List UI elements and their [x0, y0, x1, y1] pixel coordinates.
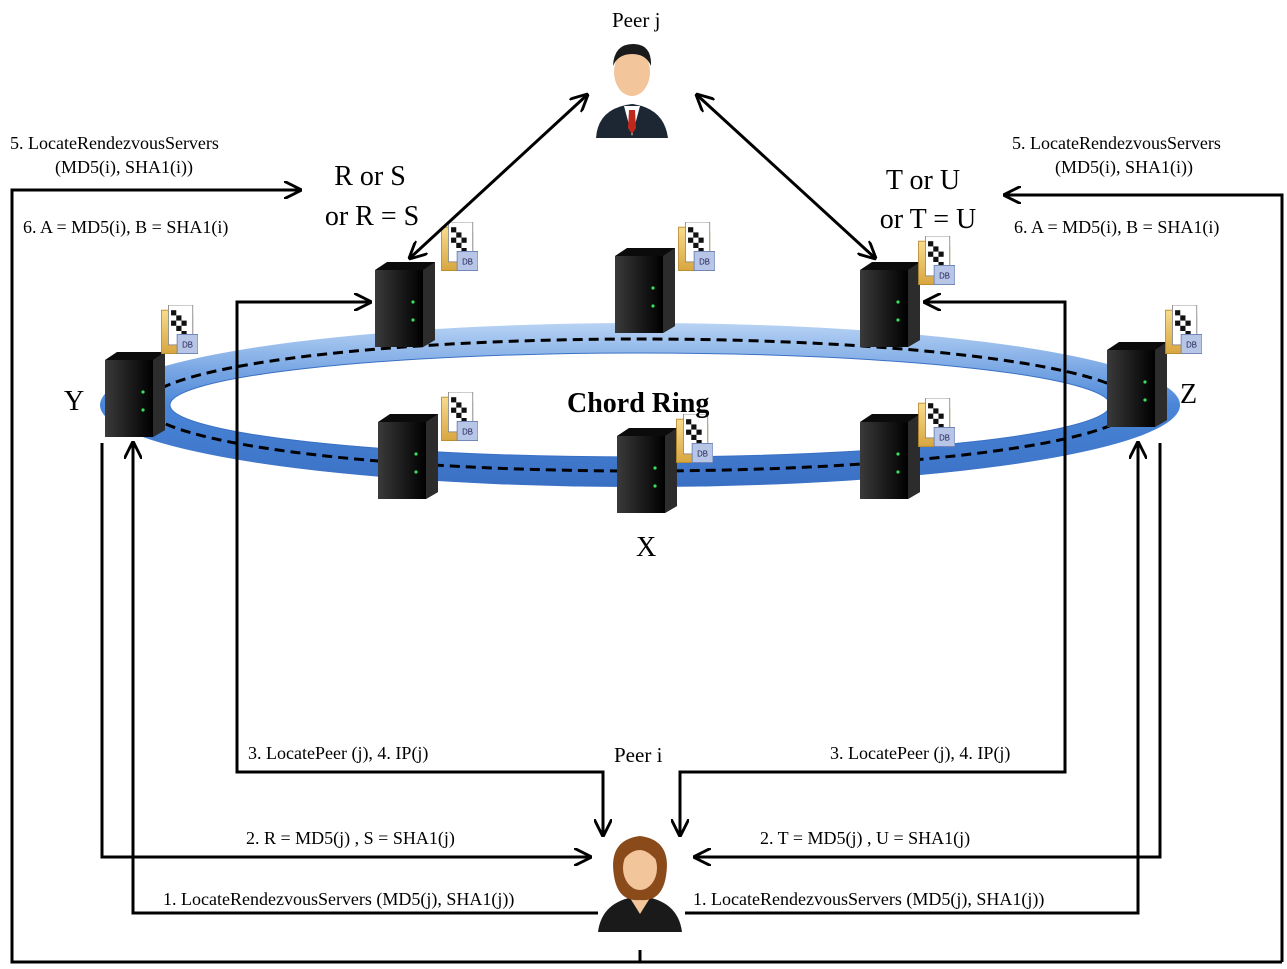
- peer-i-avatar: [598, 836, 682, 932]
- node-x-label: X: [636, 532, 657, 563]
- tu-label-line1: T or U: [885, 165, 961, 196]
- db-folder-icon: [678, 222, 715, 271]
- left-step3-4: 3. LocatePeer (j), 4. IP(j): [248, 743, 429, 763]
- right-step2: 2. T = MD5(j) , U = SHA1(j): [760, 828, 971, 848]
- server-node-x: [617, 428, 677, 513]
- chord-ring-label: Chord Ring: [567, 388, 710, 419]
- peer-i-label: Peer i: [614, 743, 663, 767]
- left-step5-line2: (MD5(i), SHA1(i)): [55, 157, 193, 177]
- peer-j-connections: [410, 95, 875, 258]
- rs-label-line2: or R = S: [324, 201, 420, 232]
- server-node-top-mid: [615, 248, 675, 333]
- db-folder-icon: [1165, 305, 1202, 354]
- server-node-top-right: [860, 262, 920, 347]
- left-step2: 2. R = MD5(j) , S = SHA1(j): [246, 828, 455, 848]
- peer-j-avatar: [596, 44, 668, 138]
- db-folder-icon: [161, 305, 198, 354]
- left-step5-line1: 5. LocateRendezvousServers: [10, 133, 219, 153]
- left-flow-arrows: [10, 190, 642, 964]
- server-node-y: [105, 352, 165, 437]
- right-step1: 1. LocateRendezvousServers (MD5(j), SHA1…: [693, 889, 1045, 909]
- rs-label-line1: R or S: [334, 161, 406, 192]
- server-node-bottom-right: [860, 414, 920, 499]
- server-node-z: [1107, 342, 1167, 427]
- db-folder-icon: [918, 236, 955, 285]
- peer-j-label: Peer j: [612, 8, 661, 32]
- right-step5-line2: (MD5(i), SHA1(i)): [1055, 157, 1193, 177]
- node-z-label: Z: [1180, 379, 1198, 410]
- db-folder-icon: [918, 398, 955, 447]
- right-step3-4: 3. LocatePeer (j), 4. IP(j): [830, 743, 1011, 763]
- server-node-bottom-left: [378, 414, 438, 499]
- server-node-top-left: [375, 262, 435, 347]
- left-step1: 1. LocateRendezvousServers (MD5(j), SHA1…: [163, 889, 515, 909]
- right-step6: 6. A = MD5(i), B = SHA1(i): [1014, 217, 1220, 237]
- left-step6: 6. A = MD5(i), B = SHA1(i): [23, 217, 229, 237]
- db-folder-icon: [441, 392, 478, 441]
- tu-label-line2: or T = U: [879, 204, 977, 235]
- db-folder-icon: [676, 414, 713, 463]
- right-step5-line1: 5. LocateRendezvousServers: [1012, 133, 1221, 153]
- db-folder-icon: [441, 222, 478, 271]
- node-y-label: Y: [64, 386, 85, 417]
- right-flow-arrows: [640, 195, 1284, 964]
